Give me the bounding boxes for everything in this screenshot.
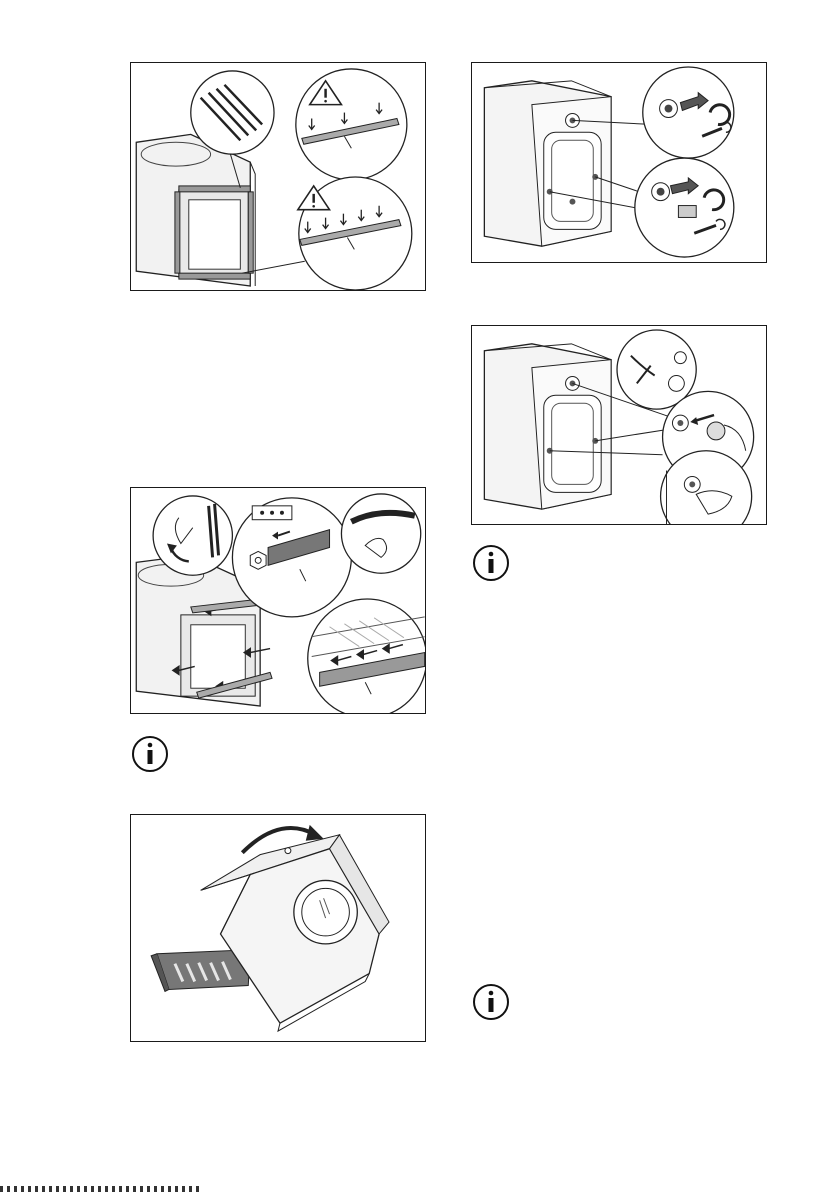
info-icon (471, 982, 511, 1022)
info-icon (471, 543, 511, 583)
illustration-transit-bars (131, 63, 425, 290)
info-icon (130, 734, 170, 774)
figure-insert-plastic-caps (471, 325, 767, 525)
figure-tilt-appliance (130, 814, 426, 1042)
nut-icon (250, 551, 266, 569)
illustration-plastic-caps (472, 326, 766, 524)
figure-remove-transit-bars (130, 62, 426, 291)
illustration-transit-bolts (472, 63, 766, 262)
illustration-insert-spacers (131, 488, 425, 713)
cropped-footer-text (0, 1186, 200, 1192)
illustration-tilt-appliance (131, 815, 425, 1041)
figure-insert-spacers (130, 487, 426, 714)
figure-remove-transit-bolts (471, 62, 767, 263)
cap-icon (707, 422, 725, 440)
